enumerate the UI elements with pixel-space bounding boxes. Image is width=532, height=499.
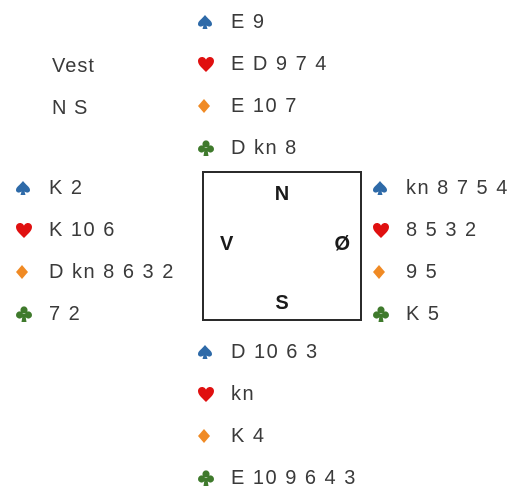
west-clubs-row: 7 2 bbox=[15, 293, 175, 335]
diamond-icon bbox=[197, 98, 231, 114]
bridge-diagram: Vest N S E 9 E D 9 7 4 E 10 7 D kn 8 K 2… bbox=[15, 1, 509, 489]
west-diamonds-row: D kn 8 6 3 2 bbox=[15, 251, 175, 293]
east-clubs-cards: K 5 bbox=[406, 302, 441, 325]
south-clubs-row: E 10 9 6 4 3 bbox=[197, 457, 357, 499]
spade-icon bbox=[372, 180, 406, 196]
east-diamonds-cards: 9 5 bbox=[406, 260, 439, 283]
west-clubs-cards: 7 2 bbox=[49, 302, 82, 325]
dealer-label: Vest bbox=[52, 55, 95, 77]
club-icon bbox=[15, 305, 49, 323]
club-icon bbox=[197, 139, 231, 157]
table-compass: N V Ø S bbox=[202, 171, 362, 321]
heart-icon bbox=[15, 222, 49, 239]
heart-icon bbox=[197, 386, 231, 403]
south-spades-cards: D 10 6 3 bbox=[231, 340, 319, 363]
hand-north: E 9 E D 9 7 4 E 10 7 D kn 8 bbox=[197, 1, 328, 169]
south-clubs-cards: E 10 9 6 4 3 bbox=[231, 466, 357, 489]
hand-east: kn 8 7 5 4 8 5 3 2 9 5 K 5 bbox=[372, 167, 509, 335]
west-spades-row: K 2 bbox=[15, 167, 175, 209]
south-diamonds-cards: K 4 bbox=[231, 424, 266, 447]
diamond-icon bbox=[197, 428, 231, 444]
west-spades-cards: K 2 bbox=[49, 176, 84, 199]
spade-icon bbox=[197, 344, 231, 360]
south-spades-row: D 10 6 3 bbox=[197, 331, 357, 373]
spade-icon bbox=[15, 180, 49, 196]
compass-east: Ø bbox=[334, 233, 350, 255]
east-diamonds-row: 9 5 bbox=[372, 251, 509, 293]
south-hearts-row: kn bbox=[197, 373, 357, 415]
north-diamonds-cards: E 10 7 bbox=[231, 94, 298, 117]
north-clubs-row: D kn 8 bbox=[197, 127, 328, 169]
diamond-icon bbox=[15, 264, 49, 280]
north-spades-cards: E 9 bbox=[231, 10, 266, 33]
west-hearts-cards: K 10 6 bbox=[49, 218, 116, 241]
east-spades-cards: kn 8 7 5 4 bbox=[406, 176, 509, 199]
club-icon bbox=[197, 469, 231, 487]
east-hearts-row: 8 5 3 2 bbox=[372, 209, 509, 251]
hand-south: D 10 6 3 kn K 4 E 10 9 6 4 3 bbox=[197, 331, 357, 499]
hand-west: K 2 K 10 6 D kn 8 6 3 2 7 2 bbox=[15, 167, 175, 335]
west-hearts-row: K 10 6 bbox=[15, 209, 175, 251]
south-hearts-cards: kn bbox=[231, 382, 256, 405]
club-icon bbox=[372, 305, 406, 323]
west-diamonds-cards: D kn 8 6 3 2 bbox=[49, 260, 175, 283]
north-spades-row: E 9 bbox=[197, 1, 328, 43]
vulnerability-label: N S bbox=[52, 97, 89, 119]
north-diamonds-row: E 10 7 bbox=[197, 85, 328, 127]
south-diamonds-row: K 4 bbox=[197, 415, 357, 457]
diamond-icon bbox=[372, 264, 406, 280]
compass-north: N bbox=[274, 183, 290, 205]
north-hearts-row: E D 9 7 4 bbox=[197, 43, 328, 85]
east-clubs-row: K 5 bbox=[372, 293, 509, 335]
east-hearts-cards: 8 5 3 2 bbox=[406, 218, 478, 241]
spade-icon bbox=[197, 14, 231, 30]
compass-west: V bbox=[220, 233, 234, 255]
north-clubs-cards: D kn 8 bbox=[231, 136, 298, 159]
heart-icon bbox=[372, 222, 406, 239]
north-hearts-cards: E D 9 7 4 bbox=[231, 52, 328, 75]
east-spades-row: kn 8 7 5 4 bbox=[372, 167, 509, 209]
heart-icon bbox=[197, 56, 231, 73]
compass-south: S bbox=[275, 292, 289, 314]
